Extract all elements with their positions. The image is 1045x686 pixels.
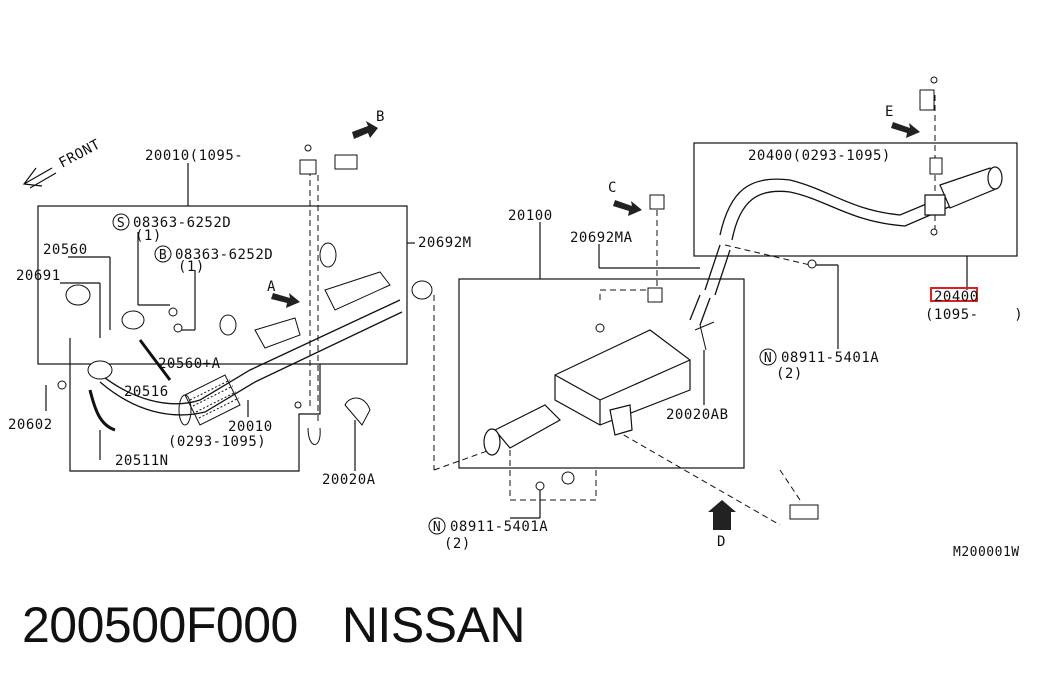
label-n-nut1: 08911-5401A [781, 350, 879, 366]
label-20010: 20010 [228, 419, 273, 435]
view-arrow-e-icon [891, 122, 920, 138]
flex-tube-icon [178, 374, 241, 426]
label-20692ma: 20692MA [570, 230, 633, 246]
label-20511n: 20511N [115, 453, 169, 469]
label-b-bolt: 08363-6252D [175, 247, 273, 263]
view-arrow-c-icon [613, 200, 642, 216]
front-tube-lower-box [69, 338, 321, 472]
clamp-20560-icon [121, 310, 145, 330]
label-s-bolt: 08363-6252D [133, 215, 231, 231]
view-label-a: A [267, 279, 276, 295]
view-label-c: C [608, 180, 617, 196]
view-arrow-a-icon [271, 293, 300, 308]
front-tube-group-box [37, 205, 408, 365]
hanger-20692ma-icon [647, 287, 663, 303]
label-20560: 20560 [43, 242, 88, 258]
label-s-qty: (1) [135, 228, 162, 244]
view-arrow-b-icon [352, 121, 378, 139]
label-20020ab: 20020AB [666, 407, 729, 423]
label-20602: 20602 [8, 417, 53, 433]
tail-muffler-icon [924, 166, 1003, 216]
label-n-qty2: (2) [444, 536, 471, 552]
gasket-20692m-icon [411, 280, 433, 300]
footer-brand: NISSAN [341, 597, 526, 653]
marker-n2-letter: N [433, 520, 441, 535]
center-muffler-group-box [458, 278, 745, 469]
view-arrow-d-icon [708, 500, 736, 530]
label-n-qty1: (2) [776, 366, 803, 382]
label-20400-top: 20400(0293-1095) [748, 148, 891, 164]
label-20400-highlighted: 20400 [934, 289, 979, 305]
marker-b-icon [154, 245, 172, 263]
gasket-20691-icon [65, 284, 91, 306]
reference-code: M200001W [953, 545, 1020, 560]
marker-b-letter: B [159, 248, 167, 263]
tail-tube-group-box [693, 142, 1018, 257]
label-20516: 20516 [124, 384, 169, 400]
front-label: FRONT [56, 136, 103, 171]
view-label-e: E [885, 104, 894, 120]
label-20100: 20100 [508, 208, 553, 224]
label-20010-top: 20010(1095- [145, 148, 243, 164]
marker-s-letter: S [117, 216, 125, 231]
marker-n1-icon [759, 348, 777, 366]
view-label-b: B [376, 109, 385, 125]
label-20691: 20691 [16, 268, 61, 284]
view-label-d: D [717, 534, 726, 550]
tail-pipe [719, 178, 961, 236]
center-muffler-icon [483, 329, 691, 456]
heat-shield-upper-icon [324, 271, 391, 311]
highlight-box [930, 287, 978, 302]
label-20010-range: (0293-1095) [168, 434, 266, 450]
label-n-nut2: 08911-5401A [450, 519, 548, 535]
marker-s-icon [112, 213, 130, 231]
marker-n1-letter: N [764, 351, 772, 366]
front-tube-pipe [94, 299, 401, 405]
label-20020a: 20020A [322, 472, 376, 488]
label-b-qty: (1) [178, 259, 205, 275]
footer: 200500F000 NISSAN [22, 596, 525, 654]
label-20400-range: (1095- ) [925, 307, 1023, 323]
heat-shield-lower-icon [254, 317, 301, 349]
marker-n2-icon [428, 517, 446, 535]
label-20560a: 20560+A [158, 356, 221, 372]
label-20692m: 20692M [418, 235, 472, 251]
footer-part-number: 200500F000 [22, 597, 298, 653]
front-arrow-icon [22, 167, 57, 189]
